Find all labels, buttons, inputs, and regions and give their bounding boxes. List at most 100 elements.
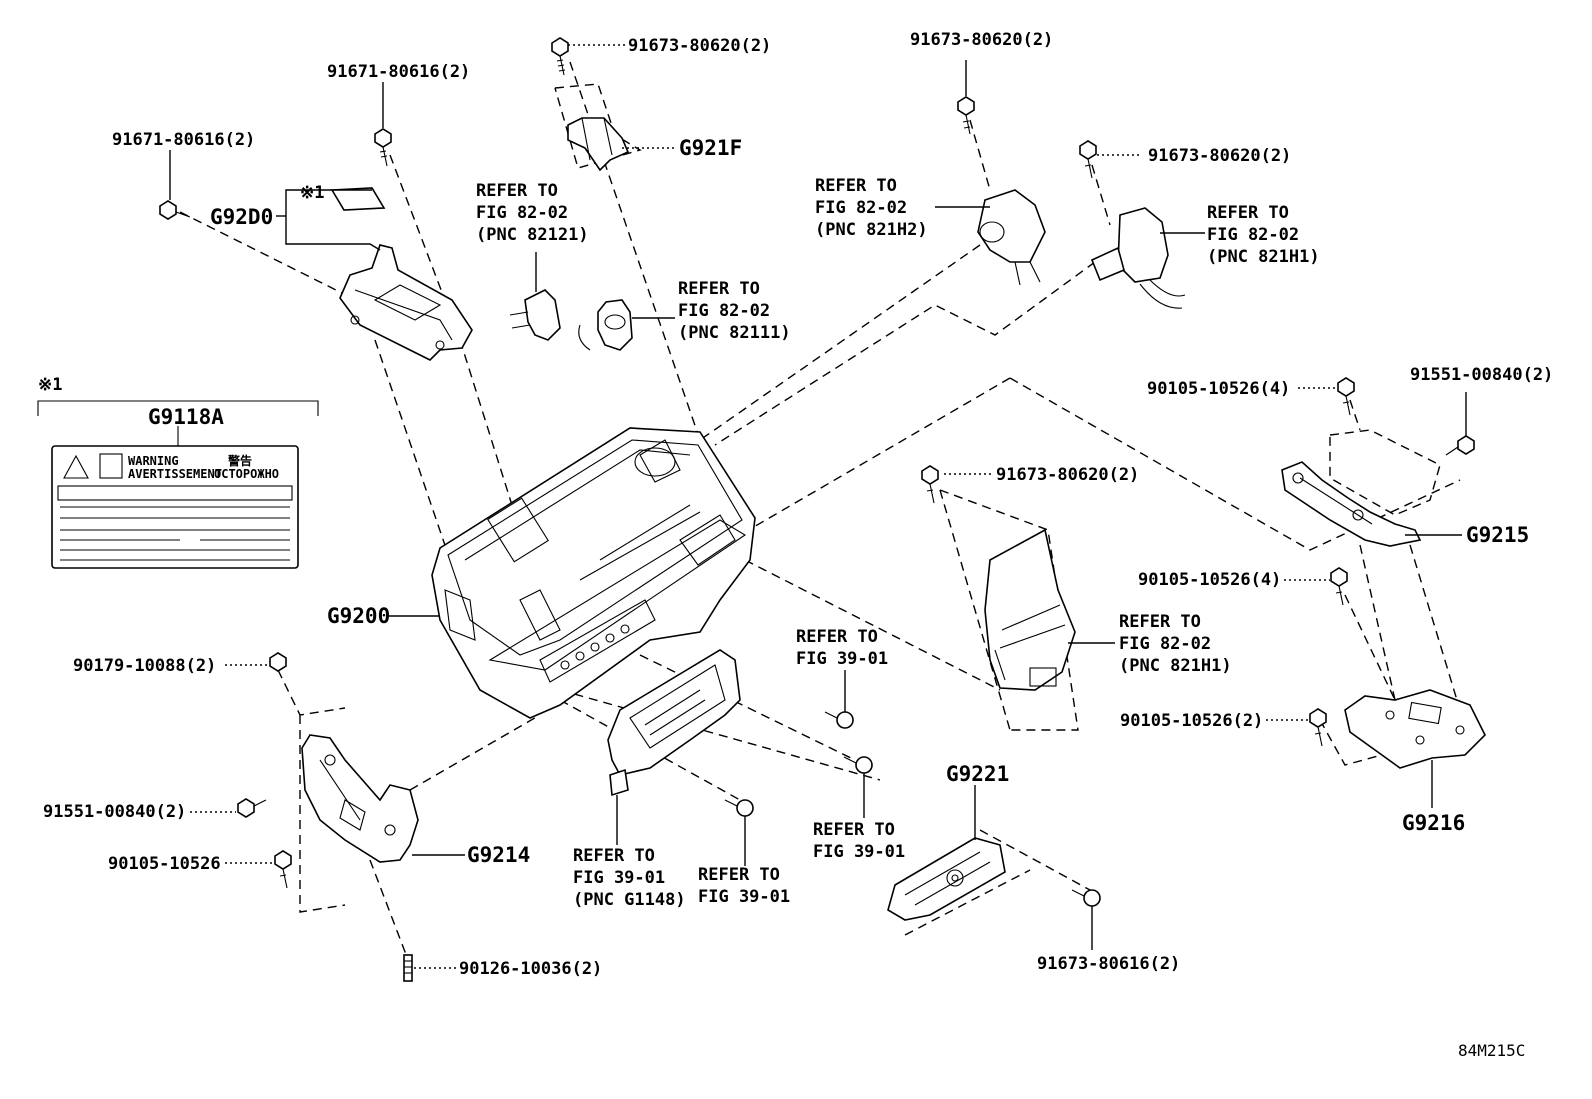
bolt-icon — [551, 37, 569, 76]
bolt-icon — [921, 465, 939, 504]
plate-g9221 — [887, 837, 1006, 921]
refer-line: REFER TO — [476, 181, 558, 201]
refer-line: FIG 39-01 — [573, 868, 665, 888]
part-number-g921f: G921F — [679, 136, 742, 160]
bracket-g921f — [567, 117, 630, 172]
label-ecu-bolt: 91673-80620(2) — [996, 465, 1139, 485]
refer-note-821h1-top: REFER TO FIG 82-02 (PNC 821H1) — [1207, 203, 1320, 267]
label-g9214-stud: 90126-10036(2) — [459, 959, 602, 979]
refer-line: FIG 82-02 — [678, 301, 770, 321]
refer-line: REFER TO — [796, 627, 878, 647]
avertissement-word: AVERTISSEMENT — [128, 467, 222, 481]
bolt-icon — [269, 652, 287, 672]
part-number-g9200: G9200 — [327, 604, 390, 628]
refer-note-39-b: REFER TO FIG 39-01 — [813, 820, 905, 862]
sensor-82111 — [578, 299, 633, 351]
label-g92d0-bolt-left: 91671-80616(2) — [112, 130, 255, 150]
refer-line: (PNC 821H1) — [1207, 247, 1320, 267]
russian-word: ОСТОРОЖНО — [214, 467, 279, 481]
bolt-icon — [1079, 140, 1097, 179]
sensor-82121 — [509, 289, 561, 341]
label-g921f-bolt: 91673-80620(2) — [628, 36, 771, 56]
part-number-g9221: G9221 — [946, 762, 1009, 786]
label-g9215-bolt-a: 90105-10526(4) — [1147, 379, 1290, 399]
bracket-g9216 — [1344, 689, 1486, 769]
bracket-g9215 — [1281, 461, 1422, 547]
bolt-icon — [824, 711, 854, 729]
bolt-icon — [1330, 567, 1348, 606]
leader-lines — [169, 44, 1467, 969]
label-g92d0-bolt: 91671-80616(2) — [327, 62, 470, 82]
mark1-on-label: ※1 — [300, 183, 324, 203]
warning-word: WARNING — [128, 454, 179, 468]
label-g9214-bolt-a: 90179-10088(2) — [73, 656, 216, 676]
bracket-g9214 — [301, 734, 419, 863]
refer-line: (PNC G1148) — [573, 890, 686, 910]
label-g9214-bolt-b: 91551-00840(2) — [43, 802, 186, 822]
part-number-g9215: G9215 — [1466, 523, 1529, 547]
part-number-g9118a: G9118A — [148, 405, 224, 429]
refer-line: FIG 39-01 — [698, 887, 790, 907]
caution-label-small — [330, 187, 386, 211]
refer-line: FIG 82-02 — [476, 203, 568, 223]
module-g1148 — [607, 649, 741, 797]
part-labels: 91673-80620(2) 91671-80616(2) 91671-8061… — [43, 30, 1553, 1060]
refer-note-82111: REFER TO FIG 82-02 (PNC 82111) — [678, 279, 791, 343]
refer-line: FIG 82-02 — [815, 198, 907, 218]
mark1-header: ※1 — [38, 375, 62, 395]
bolt-icon — [237, 798, 267, 818]
hazard-triangle-icon — [63, 454, 89, 479]
cover-g92d0 — [330, 187, 473, 361]
bolt-icon — [1071, 889, 1101, 907]
refer-line: FIG 82-02 — [1207, 225, 1299, 245]
label-g9215-bolt-b: 91551-00840(2) — [1410, 365, 1553, 385]
bolt-icon — [957, 96, 975, 135]
refer-note-821h2: REFER TO FIG 82-02 (PNC 821H2) — [815, 176, 928, 240]
bolt-icon — [159, 200, 191, 220]
refer-line: (PNC 82121) — [476, 225, 589, 245]
sensor-821h2 — [977, 189, 1046, 286]
refer-note-g1148: REFER TO FIG 39-01 (PNC G1148) — [573, 846, 686, 910]
refer-note-821h1-ecu: REFER TO FIG 82-02 (PNC 821H1) — [1119, 612, 1232, 676]
refer-line: REFER TO — [813, 820, 895, 840]
bolt-icon — [843, 756, 873, 774]
part-number-g9214: G9214 — [467, 843, 530, 867]
sensor-821h1 — [1090, 207, 1186, 309]
refer-line: REFER TO — [678, 279, 760, 299]
label-g9216-bolt-b: 90105-10526(2) — [1120, 711, 1263, 731]
bolt-icon — [374, 128, 392, 167]
refer-line: FIG 39-01 — [813, 842, 905, 862]
kanji-word: 警告 — [227, 453, 252, 468]
part-number-g9216: G9216 — [1402, 811, 1465, 835]
bolt-icon — [724, 799, 754, 817]
refer-note-39-a: REFER TO FIG 39-01 — [796, 627, 888, 669]
label-g9221-bolt: 91673-80616(2) — [1037, 954, 1180, 974]
bolt-icon — [1445, 435, 1475, 456]
refer-line: REFER TO — [1119, 612, 1201, 632]
refer-line: (PNC 821H1) — [1119, 656, 1232, 676]
refer-note-39-c: REFER TO FIG 39-01 — [698, 865, 790, 907]
assembly-lines — [179, 61, 1461, 966]
bolt-icon — [1337, 377, 1355, 416]
bolt-icon — [274, 850, 292, 889]
control-module-821h1 — [984, 528, 1076, 691]
label-g9214-bolt-c: 90105-10526 — [108, 854, 221, 874]
figure-code: 84M215C — [1458, 1041, 1525, 1060]
refer-line: FIG 39-01 — [796, 649, 888, 669]
label-g9216-bolt-a: 90105-10526(4) — [1138, 570, 1281, 590]
bolt-icon — [1309, 708, 1327, 747]
stud-icon — [403, 954, 413, 982]
refer-note-82121: REFER TO FIG 82-02 (PNC 82121) — [476, 181, 589, 245]
part-number-g92d0: G92D0 — [210, 205, 273, 229]
label-sensor-h1-bolt: 91673-80620(2) — [1148, 146, 1291, 166]
refer-line: REFER TO — [1207, 203, 1289, 223]
refer-line: (PNC 821H2) — [815, 220, 928, 240]
inverter-assembly-g9200 — [431, 427, 756, 719]
refer-line: (PNC 82111) — [678, 323, 791, 343]
refer-line: REFER TO — [573, 846, 655, 866]
refer-line: FIG 82-02 — [1119, 634, 1211, 654]
label-sensor-h2-bolt: 91673-80620(2) — [910, 30, 1053, 50]
refer-line: REFER TO — [815, 176, 897, 196]
refer-line: REFER TO — [698, 865, 780, 885]
